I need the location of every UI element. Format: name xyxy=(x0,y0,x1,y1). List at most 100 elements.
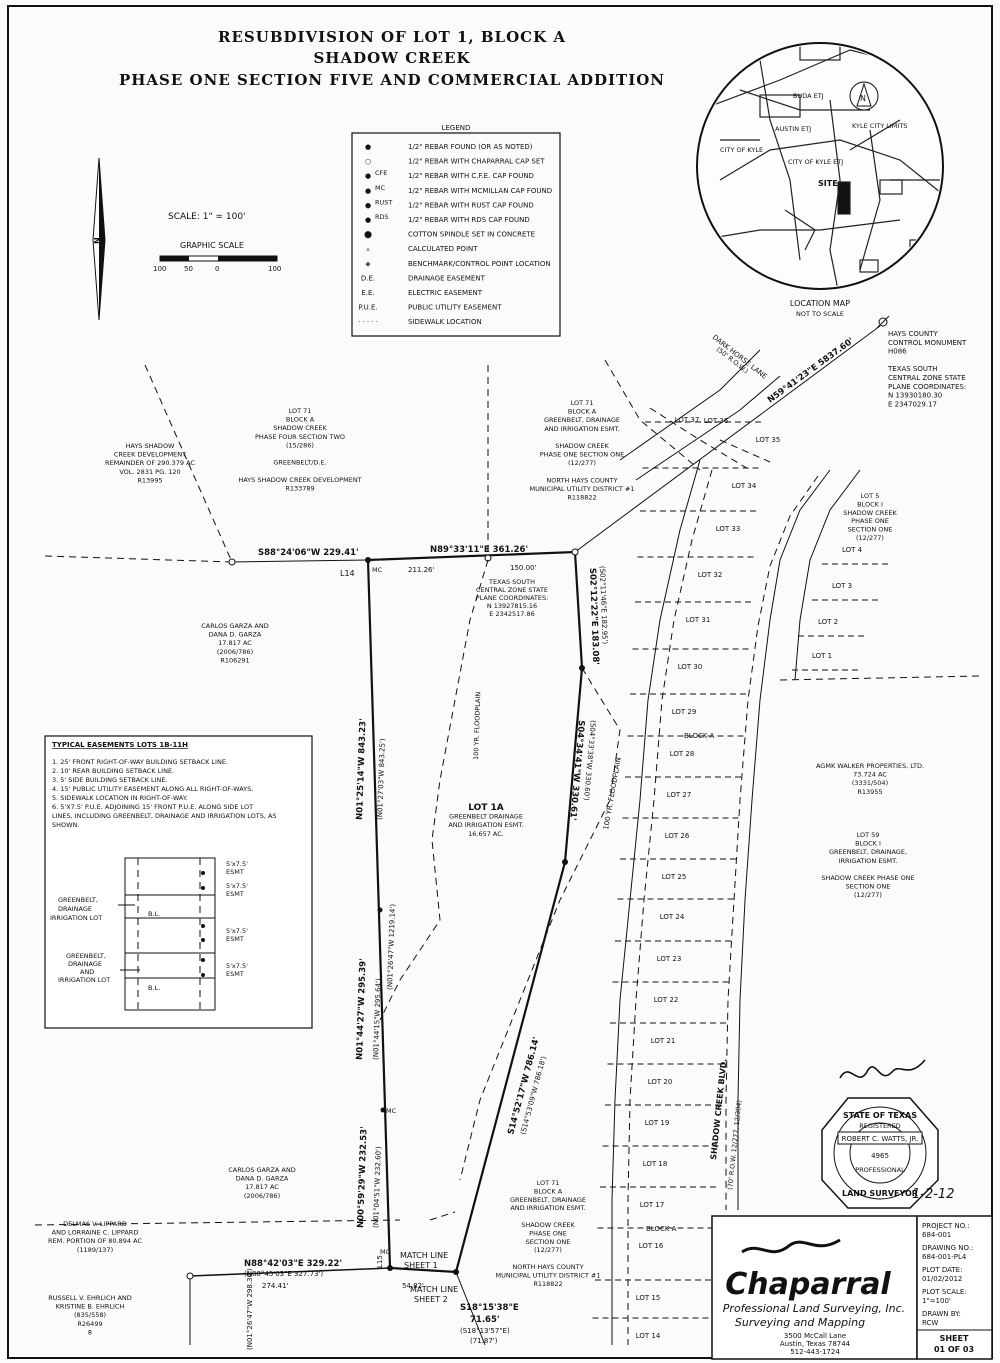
block-a-label-2: BLOCK A xyxy=(646,1225,677,1233)
lot-lines xyxy=(592,421,892,1319)
lot-label: LOT 31 xyxy=(686,616,711,624)
south-seg1: 274.41' xyxy=(262,1282,288,1290)
parcel-text-lot71-top: HAYS SHADOW CREEK DEVELOPMENT xyxy=(238,476,361,484)
parcel-text-hays-shadow: HAYS SHADOW xyxy=(125,442,175,450)
parcel-text-texas-coords: PLANE COORDINATES: xyxy=(476,594,549,602)
title-line-1: RESUBDIVISION OF LOT 1, BLOCK A xyxy=(218,28,566,46)
seal-date: 1-2-12 xyxy=(912,1187,954,1202)
dark-horse-lane: DARK HORSE LANE (50' R.O.W.) xyxy=(619,333,781,481)
legend-symbol-icon: ● xyxy=(365,216,371,224)
parcel-text-lot5: SHADOW CREEK xyxy=(843,509,897,517)
monument-line: E 2347029.17 xyxy=(888,400,937,408)
plot-date: 01/02/2012 xyxy=(922,1275,962,1283)
location-map-north-label: N xyxy=(860,94,866,103)
parcel-text-garza-bottom: CARLOS GARZA AND xyxy=(228,1166,295,1174)
parcel-text-lot71-top: SHADOW CREEK xyxy=(273,424,327,432)
north-arrow-icon: N xyxy=(92,157,106,321)
parcel-text-texas-coords: TEXAS SOUTH xyxy=(488,578,535,586)
match-line-2a: MATCH LINE xyxy=(410,1285,458,1294)
legend-symbol-tag: RDS xyxy=(375,213,389,221)
svg-text:N: N xyxy=(93,237,102,244)
lot-label: LOT 21 xyxy=(651,1037,676,1045)
shadow-creek-row: (70' R.O.W. 12/277, 12/304) xyxy=(726,1100,743,1190)
mc-tag-2: MC xyxy=(386,1107,397,1115)
parcel-text-garza-top: DANA D. GARZA xyxy=(209,631,262,639)
parcel-text-lot71-bottom: (12/277) xyxy=(534,1246,562,1254)
title-line-2: SHADOW CREEK xyxy=(313,49,470,67)
south-boundary: N88°42'03"E 329.22' (N88°45'03"E 327.73'… xyxy=(186,1251,519,1350)
company-line2: Surveying and Mapping xyxy=(735,1316,865,1329)
monument-line: HAYS COUNTY xyxy=(888,330,938,338)
seal-name: ROBERT C. WATTS, JR. xyxy=(842,1135,919,1143)
parcel-text-ehrlich: 8 xyxy=(88,1328,92,1336)
plot-date-label: PLOT DATE: xyxy=(922,1266,962,1274)
lot-label: LOT 3 xyxy=(832,582,852,590)
parcel-text-lot71-right: SHADOW CREEK xyxy=(555,442,609,450)
parcel-text-lot71-right: (12/277) xyxy=(568,459,596,467)
parcel-text-lot59: BLOCK I xyxy=(855,840,881,848)
parcel-text-agmk: 73.724 AC xyxy=(853,771,887,779)
lot-label: LOT 25 xyxy=(662,873,687,881)
parcel-text-lot59: SECTION ONE xyxy=(846,883,891,891)
block-a-label-1: BLOCK A xyxy=(684,732,715,740)
ne-tie-bearing: N59°41'23"E 5837.60' xyxy=(766,336,856,405)
parcel-text-lot71-right: R118822 xyxy=(567,494,596,502)
parcel-text-lot71-right: LOT 71 xyxy=(571,399,594,407)
shadow-creek-blvd: SHADOW CREEK BLVD. (70' R.O.W. 12/277, 1… xyxy=(611,459,861,1345)
map-label-site: SITE xyxy=(818,179,838,188)
parcel-text-garza-bottom: DANA D. GARZA xyxy=(236,1175,289,1183)
location-map-north-icon: N xyxy=(849,81,879,111)
map-label-kyle-limits: KYLE CITY LIMITS xyxy=(852,122,907,130)
scale-tick-100a: 100 xyxy=(153,265,166,273)
seal-professional: PROFESSIONAL xyxy=(855,1166,905,1174)
west-1219-record: (N01°26'47"W 1219.14') xyxy=(386,903,397,990)
parcel-text-lot59: GREENBELT, DRAINAGE, xyxy=(829,848,907,856)
lot-label: LOT 26 xyxy=(665,832,690,840)
company-title-block: Chaparral Professional Land Surveying, I… xyxy=(711,1215,993,1360)
lot-label: LOT 34 xyxy=(732,482,757,490)
south-seg2: 54.82' xyxy=(402,1282,424,1290)
typ-esmt-note: 3. 5' SIDE BUILDING SETBACK LINE. xyxy=(52,776,168,784)
parcel-text-lot71-bottom: MUNICIPAL UTILITY DISTRICT #1 xyxy=(495,1271,600,1279)
bl-2: B.L. xyxy=(148,984,160,992)
ne-tie-line xyxy=(574,325,881,553)
parcel-text-lot71-bottom: NORTH HAYS COUNTY xyxy=(512,1263,583,1271)
legend-item-label: COTTON SPINDLE SET IN CONCRETE xyxy=(408,231,535,239)
parcel-text-lot71-right: MUNICIPAL UTILITY DISTRICT #1 xyxy=(529,485,634,493)
monument-line: TEXAS SOUTH xyxy=(887,365,938,373)
parcel-text-lot5: LOT 5 xyxy=(861,492,880,500)
sw-tie-record-length: (71.87') xyxy=(470,1337,498,1345)
legend-item-label: SIDEWALK LOCATION xyxy=(408,318,482,326)
parcel-text-texas-coords: N 13927815.16 xyxy=(487,602,537,610)
lot-label: LOT 30 xyxy=(678,663,703,671)
mc-tag-3: MC xyxy=(380,1248,391,1256)
map-label-kyle: CITY OF KYLE xyxy=(720,146,763,154)
parcel-text-garza-bottom: 17.817 AC xyxy=(245,1183,279,1191)
typ-esmt-note: 4. 15' PUBLIC UTILITY EASEMENT ALONG ALL… xyxy=(52,785,253,793)
parcel-text-lot71-bottom: LOT 71 xyxy=(537,1179,560,1187)
legend-symbol-icon: ● xyxy=(365,201,371,209)
graphic-scale: SCALE: 1" = 100' GRAPHIC SCALE 100 50 0 … xyxy=(153,212,281,273)
lot-label: LOT 23 xyxy=(657,955,682,963)
parcel-text-lot1a: 16.657 AC. xyxy=(468,830,504,838)
company-line1: Professional Land Surveying, Inc. xyxy=(723,1302,905,1315)
west-upper-record: (N01°27'03"W 843.25') xyxy=(376,738,387,820)
parcel-text-garza-top: (2006/786) xyxy=(217,648,253,656)
lot-label: LOT 37 xyxy=(675,416,700,424)
plot-scale: 1"=100' xyxy=(922,1297,951,1305)
legend-symbol-icon: ▵ xyxy=(366,245,370,253)
parcel-text-lot71-right: PHASE ONE SECTION ONE xyxy=(540,451,625,459)
parcel-text-lot59: LOT 59 xyxy=(857,831,880,839)
drawing-label: DRAWING NO.: xyxy=(922,1244,973,1252)
legend-item-label: 1/2" REBAR WITH CHAPARRAL CAP SET xyxy=(408,158,545,166)
parcel-text-lot5: PHASE ONE xyxy=(851,517,889,525)
lot-label: LOT 20 xyxy=(648,1078,673,1086)
greenbelt2-a: GREENBELT, xyxy=(66,952,106,960)
esmt-1a: 5'x7.5' xyxy=(226,860,248,868)
north-seg1: 211.26' xyxy=(408,566,434,574)
sheet-label: SHEET xyxy=(940,1334,969,1343)
floodplain-label-2: 100 YR. FLOODPLAIN xyxy=(602,757,623,831)
title-block-header: RESUBDIVISION OF LOT 1, BLOCK A SHADOW C… xyxy=(119,28,664,89)
parcel-text-lot59: (12/277) xyxy=(854,891,882,899)
